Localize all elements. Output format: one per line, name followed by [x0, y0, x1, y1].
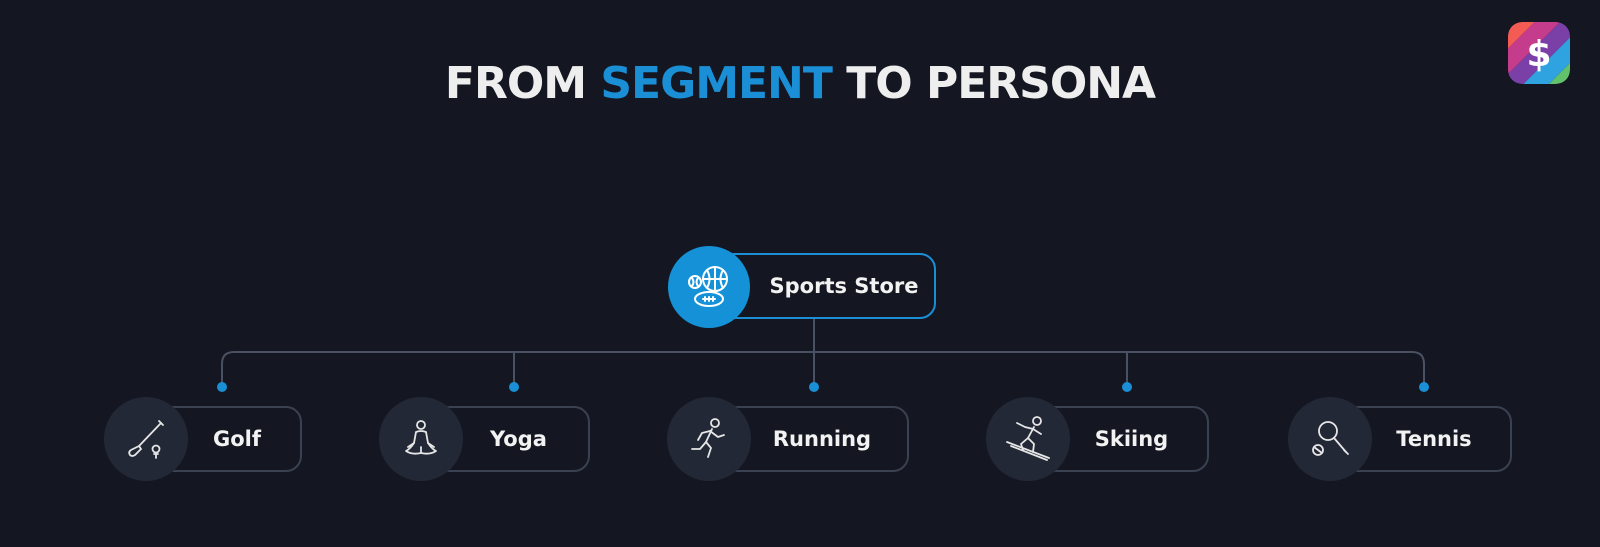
golf-club-icon: [128, 420, 164, 459]
title-part-1: FROM: [444, 58, 601, 109]
tennis-racket-icon: [1312, 421, 1349, 456]
segment-label-running: Running: [772, 427, 872, 451]
yoga-meditation-icon: [405, 420, 437, 455]
connector-dot-yoga: [509, 382, 519, 392]
segment-label-skiing: Skiing: [1094, 427, 1169, 451]
page-title: FROM SEGMENT TO PERSONA: [0, 58, 1600, 109]
title-highlight: SEGMENT: [600, 58, 833, 109]
segment-label-golf: Golf: [213, 427, 261, 451]
tennis-icon-circle: [1288, 397, 1372, 481]
connector-dot-golf: [217, 382, 227, 392]
segment-label-tennis: Tennis: [1396, 427, 1472, 451]
segment-label-yoga: Yoga: [490, 427, 547, 451]
sports-balls-icon: [688, 266, 728, 307]
yoga-icon-circle: [379, 397, 463, 481]
svg-text:$: $: [1526, 34, 1551, 75]
root-label: Sports Store: [769, 274, 919, 298]
root-icon-circle: [668, 246, 750, 328]
running-icon-circle: [667, 397, 751, 481]
connector-dot-running: [809, 382, 819, 392]
golf-icon-circle: [104, 397, 188, 481]
connector-dot-skiing: [1122, 382, 1132, 392]
skier-icon: [1006, 416, 1050, 461]
title-part-2: TO PERSONA: [831, 58, 1156, 109]
skiing-icon-circle: [986, 397, 1070, 481]
connector-dot-tennis: [1419, 382, 1429, 392]
runner-icon: [691, 418, 725, 458]
